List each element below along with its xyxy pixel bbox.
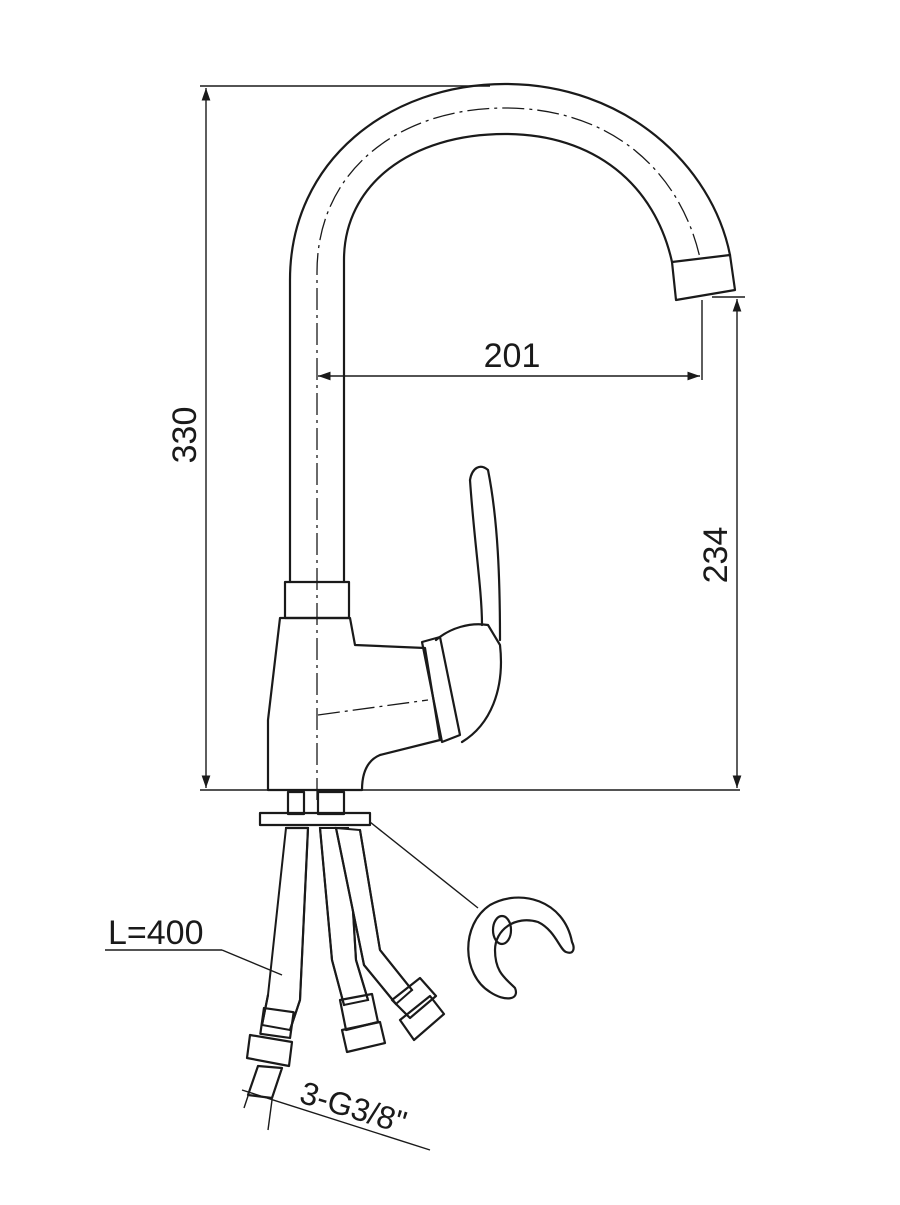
callout-connection-thread-label: 3-G3/8" <box>296 1074 411 1140</box>
mounting-assembly <box>258 790 479 909</box>
dimension-spout-height: 234 <box>697 296 745 788</box>
faucet-handle <box>420 465 502 744</box>
hose-right <box>334 826 446 1042</box>
dimension-overall-height-label: 330 <box>166 407 204 464</box>
dimension-spout-height-label: 234 <box>697 527 735 584</box>
faucet-body <box>266 616 442 792</box>
callout-hose-length: L=400 <box>105 914 283 976</box>
hose-left <box>245 826 310 1100</box>
callout-hose-length-label: L=400 <box>108 914 204 952</box>
dimension-overall-height: 330 <box>166 85 490 788</box>
faucet-spout <box>288 82 737 800</box>
dimension-spout-reach-label: 201 <box>484 337 541 375</box>
callout-connection-thread: 3-G3/8" <box>241 1074 431 1151</box>
horseshoe-washer <box>467 896 575 1000</box>
hose-middle <box>318 826 387 1054</box>
dimension-spout-reach: 201 <box>318 300 703 381</box>
